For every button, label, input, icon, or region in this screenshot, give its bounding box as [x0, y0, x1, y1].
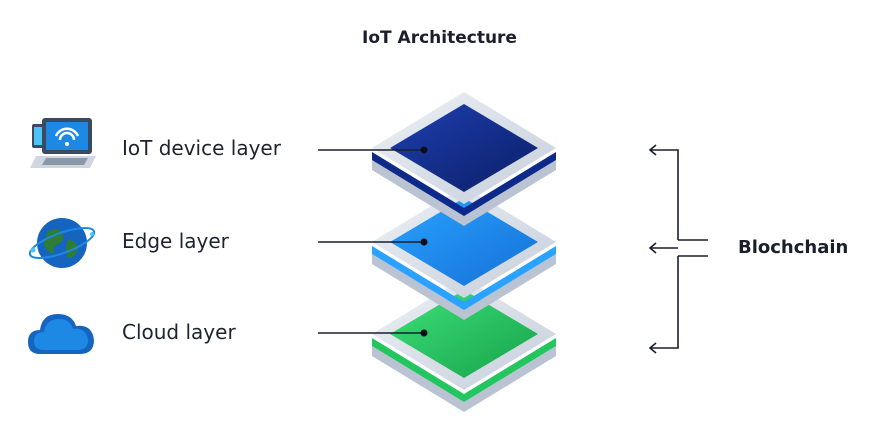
- leader-lines: [318, 149, 424, 334]
- leader-dot-edge: [420, 238, 428, 246]
- bracket-connector: [650, 149, 708, 349]
- plate-cloud: [372, 278, 556, 412]
- layer-label-edge: Edge layer: [122, 229, 229, 253]
- layer-label-iot-device: IoT device layer: [122, 136, 281, 160]
- arrowheads: [648, 144, 657, 354]
- globe-icon: [28, 218, 96, 268]
- laptop-phone-icon: [30, 118, 96, 168]
- leader-dot-iot: [420, 146, 428, 154]
- plate-iot-device: [372, 92, 556, 226]
- blockchain-label: Blochchain: [738, 237, 849, 258]
- cloud-icon: [28, 314, 94, 354]
- plate-edge: [372, 186, 556, 320]
- layer-label-cloud: Cloud layer: [122, 320, 236, 344]
- diagram-title: IoT Architecture: [362, 28, 517, 48]
- leader-dot-cloud: [420, 329, 428, 337]
